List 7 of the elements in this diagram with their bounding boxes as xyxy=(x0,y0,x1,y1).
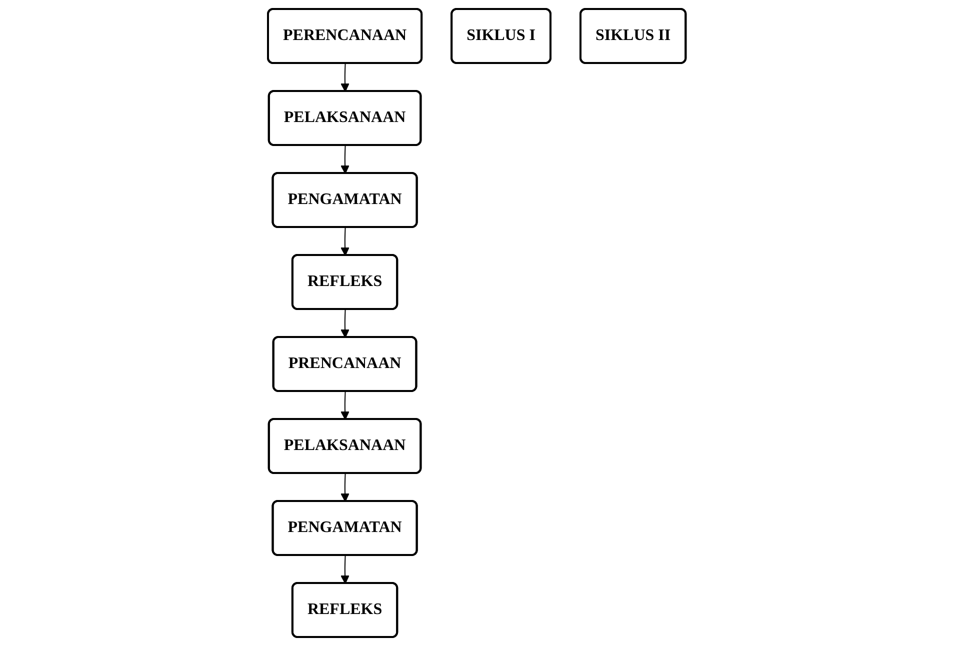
arrow xyxy=(340,63,350,92)
arrow xyxy=(340,555,350,584)
arrow xyxy=(340,309,350,338)
arrow xyxy=(340,145,350,174)
arrow xyxy=(340,391,350,420)
arrow xyxy=(340,227,350,256)
arrow xyxy=(340,473,350,502)
